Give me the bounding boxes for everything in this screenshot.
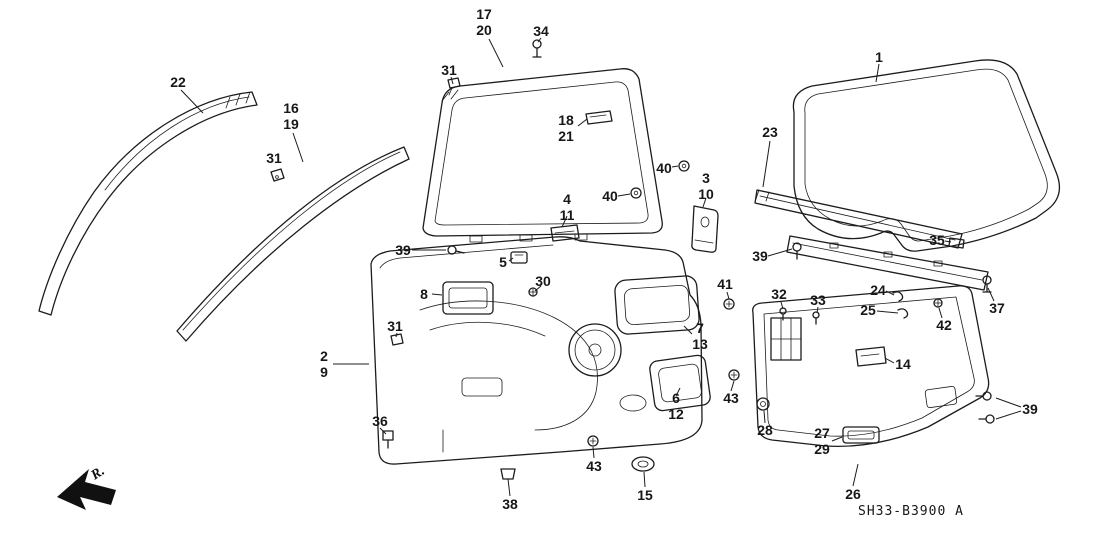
diagram-code: SH33-B3900 A <box>858 504 964 519</box>
clip-31-top <box>447 77 461 96</box>
part-callout-35: 35 <box>929 231 945 248</box>
bracket-part-3-10 <box>691 205 719 253</box>
trim-strip-part-16-19 <box>176 146 410 342</box>
part-callout-43: 43 <box>586 457 602 474</box>
part-callout-30: 30 <box>535 272 551 289</box>
screw-40-left <box>630 187 642 199</box>
part-callout-37: 37 <box>989 299 1005 316</box>
part-callout-43: 43 <box>723 389 739 406</box>
hook-24 <box>892 291 904 302</box>
part-callout-28: 28 <box>757 421 773 438</box>
tailgate-lining-part-26 <box>752 285 990 447</box>
clip-34 <box>532 39 542 58</box>
lid-part-27-29 <box>842 426 880 444</box>
part-callout-8: 8 <box>420 285 428 302</box>
clip-36 <box>382 430 394 449</box>
part-callout-31: 31 <box>441 61 457 78</box>
garnish-strip-part-23 <box>754 189 989 291</box>
pillar-trim-part-22 <box>38 91 258 316</box>
part-callout-23: 23 <box>762 123 778 140</box>
part-callout-39: 39 <box>752 247 768 264</box>
pocket-part-8 <box>442 281 494 315</box>
screw-30 <box>528 287 538 297</box>
screw-43-right <box>728 369 740 381</box>
side-lining-part-2-9 <box>370 236 711 465</box>
grommet-28 <box>756 397 770 411</box>
part-callout-26: 26 <box>845 485 861 502</box>
part-callout-31: 31 <box>266 149 282 166</box>
front-direction-arrow-icon <box>57 469 116 510</box>
clip-31-panel <box>390 333 404 346</box>
part-callout-22: 22 <box>170 73 186 90</box>
part-callout-5: 5 <box>499 253 507 270</box>
clip-35 <box>948 237 965 249</box>
pocket-part-6-12 <box>649 354 711 412</box>
screw-39-mid <box>792 242 802 260</box>
part-callout-14: 14 <box>895 355 911 372</box>
part-callout-40: 40 <box>602 187 618 204</box>
grommet-15 <box>631 456 655 472</box>
screw-40-right <box>678 160 690 172</box>
part-callout-38: 38 <box>502 495 518 512</box>
part-callout-15: 15 <box>637 486 653 503</box>
part-callout-1: 1 <box>875 48 883 65</box>
part-callout-34: 34 <box>533 22 549 39</box>
clip-39-right-pair <box>975 391 995 424</box>
part-callout-41: 41 <box>717 275 733 292</box>
garnish-part-18-21 <box>585 110 613 125</box>
part-callout-40: 40 <box>656 159 672 176</box>
part-callout-32: 32 <box>771 285 787 302</box>
part-callout-33: 33 <box>810 291 826 308</box>
pad-part-4-11 <box>550 224 580 242</box>
part-callout-31: 31 <box>387 317 403 334</box>
weatherstrip-part-1 <box>792 59 1061 252</box>
screw-41 <box>723 298 735 310</box>
part-callout-39: 39 <box>1022 400 1038 417</box>
clip-5 <box>510 251 528 264</box>
part-callout-42: 42 <box>936 316 952 333</box>
clip-38 <box>500 468 516 480</box>
part-callout-25: 25 <box>860 301 876 318</box>
leader-lines <box>180 37 1022 497</box>
hook-25 <box>897 308 909 319</box>
screw-39-left <box>447 245 465 255</box>
screw-43-bottom <box>587 435 599 447</box>
part-callout-36: 36 <box>372 412 388 429</box>
screw-42 <box>933 298 943 308</box>
garnish-part-7-13 <box>614 275 700 335</box>
bracket-part-14 <box>855 346 887 367</box>
part-callout-39: 39 <box>395 241 411 258</box>
quarter-lining-part-17-20 <box>422 68 663 243</box>
part-callout-24: 24 <box>870 281 886 298</box>
clip-31-left <box>270 168 285 182</box>
clip-33 <box>812 311 820 325</box>
